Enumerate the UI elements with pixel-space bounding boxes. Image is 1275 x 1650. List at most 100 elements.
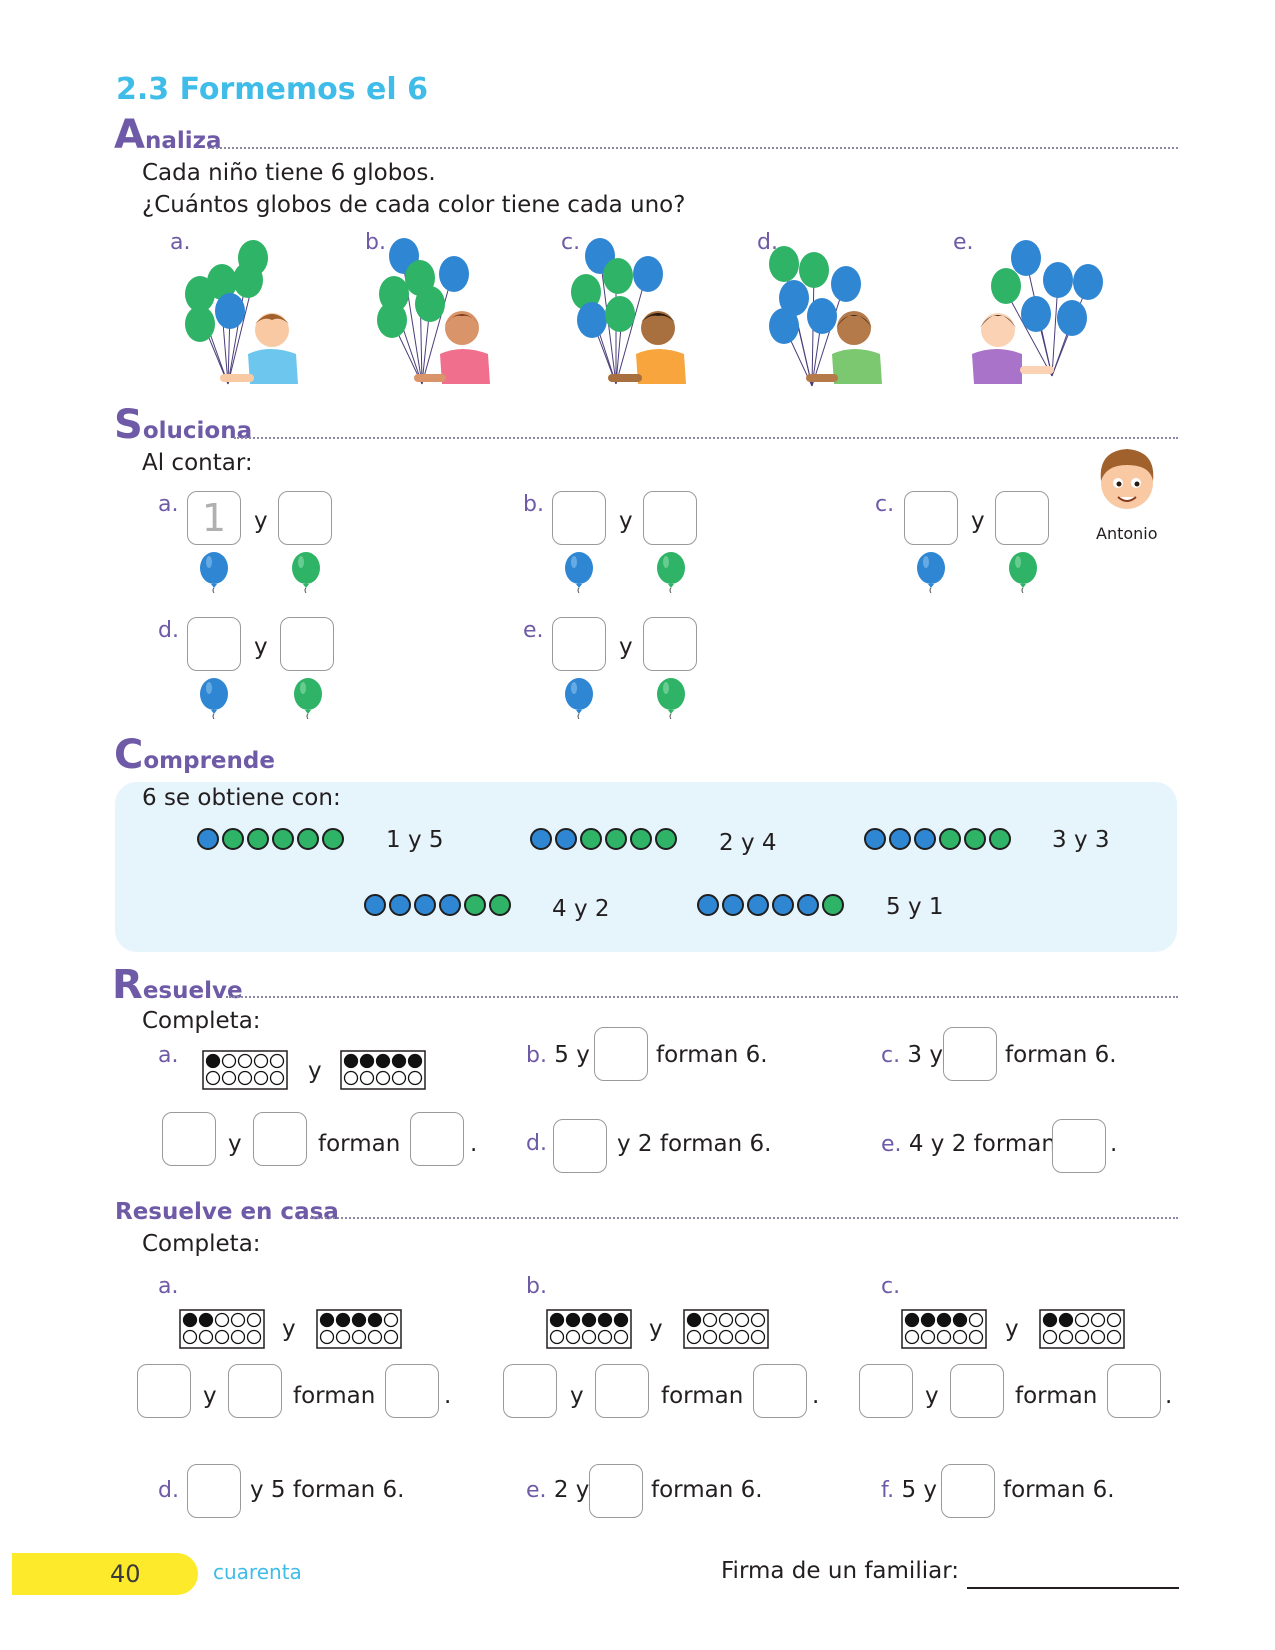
filled-counter xyxy=(597,1312,613,1328)
casa-answer-a-second[interactable] xyxy=(228,1364,282,1418)
casa-answer-e[interactable] xyxy=(589,1464,643,1518)
green-dot xyxy=(247,828,269,850)
word-y: y xyxy=(619,634,633,660)
exercise-e-suffix: forman 6. xyxy=(651,1477,763,1503)
casa-answer-c-first[interactable] xyxy=(859,1364,913,1418)
word-y: y xyxy=(971,508,985,534)
blue-dot xyxy=(555,828,577,850)
empty-counter xyxy=(952,1329,968,1345)
answer-box-a-total[interactable] xyxy=(410,1112,464,1166)
casa-answer-b-total[interactable] xyxy=(753,1364,807,1418)
green-dot xyxy=(464,894,486,916)
answer-box-e-green[interactable] xyxy=(643,617,697,671)
blue-balloon-icon xyxy=(199,677,229,719)
kid-a-illustration xyxy=(185,240,298,385)
empty-counter xyxy=(335,1329,351,1345)
casa-answer-a-total[interactable] xyxy=(385,1364,439,1418)
empty-counter xyxy=(221,1070,237,1086)
green-dot xyxy=(272,828,294,850)
green-dot xyxy=(322,828,344,850)
empty-counter xyxy=(702,1312,718,1328)
exercise-b: b. 5 y xyxy=(526,1042,590,1068)
soluciona-label-e: e. xyxy=(523,618,544,643)
kid-d-illustration xyxy=(769,246,882,387)
empty-counter xyxy=(359,1070,375,1086)
antonio-name: Antonio xyxy=(1096,524,1158,543)
word-y: y xyxy=(619,508,633,534)
filled-counter xyxy=(565,1312,581,1328)
empty-counter xyxy=(198,1329,214,1345)
casa-answer-c-second[interactable] xyxy=(950,1364,1004,1418)
answer-box-d[interactable] xyxy=(553,1119,607,1173)
answer-box-a-green[interactable] xyxy=(278,491,332,545)
dot-row xyxy=(697,894,844,916)
empty-counter xyxy=(968,1312,984,1328)
empty-counter xyxy=(613,1329,629,1345)
casa-answer-d[interactable] xyxy=(187,1464,241,1518)
empty-counter xyxy=(214,1312,230,1328)
filled-counter xyxy=(343,1053,359,1069)
word-forman: forman xyxy=(293,1383,376,1409)
exercise-d-suffix: y 2 forman 6. xyxy=(617,1131,772,1157)
answer-box-c-blue[interactable] xyxy=(904,491,958,545)
casa-answer-f[interactable] xyxy=(941,1464,995,1518)
section-analiza-heading: Analiza xyxy=(114,112,222,158)
answer-box-a-blue[interactable]: 1 xyxy=(187,491,241,545)
answer-box-e[interactable] xyxy=(1052,1119,1106,1173)
empty-counter xyxy=(230,1312,246,1328)
casa-answer-b-first[interactable] xyxy=(503,1364,557,1418)
empty-counter xyxy=(1074,1329,1090,1345)
casa-answer-b-second[interactable] xyxy=(595,1364,649,1418)
word-y: y xyxy=(649,1316,663,1342)
casa-answer-c-total[interactable] xyxy=(1107,1364,1161,1418)
answer-box-a-second[interactable] xyxy=(253,1112,307,1166)
filled-counter xyxy=(319,1312,335,1328)
empty-counter xyxy=(246,1329,262,1345)
casa-intro: Completa: xyxy=(142,1231,261,1257)
filled-counter xyxy=(205,1053,221,1069)
comprende-intro: 6 se obtiene con: xyxy=(142,785,341,811)
answer-box-d-green[interactable] xyxy=(280,617,334,671)
combo-label: 5 y 1 xyxy=(886,894,944,920)
answer-box-b[interactable] xyxy=(594,1027,648,1081)
word-forman: forman xyxy=(661,1383,744,1409)
word-y: y xyxy=(308,1058,322,1084)
filled-counter xyxy=(198,1312,214,1328)
casa-answer-a-first[interactable] xyxy=(137,1364,191,1418)
filled-counter xyxy=(335,1312,351,1328)
kid-label-e: e. xyxy=(953,230,974,255)
signature-label: Firma de un familiar: xyxy=(721,1558,959,1584)
blue-dot xyxy=(697,894,719,916)
blue-dot xyxy=(389,894,411,916)
section-resuelve-heading: Resuelve xyxy=(112,962,243,1008)
answer-box-e-blue[interactable] xyxy=(552,617,606,671)
soluciona-intro: Al contar: xyxy=(142,450,253,476)
exercise-f-suffix: forman 6. xyxy=(1003,1477,1115,1503)
empty-counter xyxy=(686,1329,702,1345)
answer-box-c[interactable] xyxy=(943,1027,997,1081)
signature-line[interactable] xyxy=(967,1587,1179,1589)
exercise-c-suffix: forman 6. xyxy=(1005,1042,1117,1068)
section-divider xyxy=(208,147,1178,149)
exercise-b-suffix: forman 6. xyxy=(656,1042,768,1068)
green-dot xyxy=(822,894,844,916)
answer-box-b-blue[interactable] xyxy=(552,491,606,545)
answer-box-b-green[interactable] xyxy=(643,491,697,545)
filled-counter xyxy=(936,1312,952,1328)
empty-counter xyxy=(936,1329,952,1345)
answer-box-d-blue[interactable] xyxy=(187,617,241,671)
empty-counter xyxy=(718,1329,734,1345)
blue-balloon-icon xyxy=(916,551,946,593)
filled-counter xyxy=(391,1053,407,1069)
empty-counter xyxy=(319,1329,335,1345)
blue-dot xyxy=(197,828,219,850)
analiza-line-1: Cada niño tiene 6 globos. xyxy=(142,160,436,186)
answer-box-a-first[interactable] xyxy=(162,1112,216,1166)
section-divider xyxy=(234,437,1178,439)
empty-counter xyxy=(214,1329,230,1345)
section-casa-heading: Resuelve en casa xyxy=(115,1199,339,1225)
blue-dot xyxy=(722,894,744,916)
empty-counter xyxy=(734,1312,750,1328)
answer-box-c-green[interactable] xyxy=(995,491,1049,545)
empty-counter xyxy=(581,1329,597,1345)
